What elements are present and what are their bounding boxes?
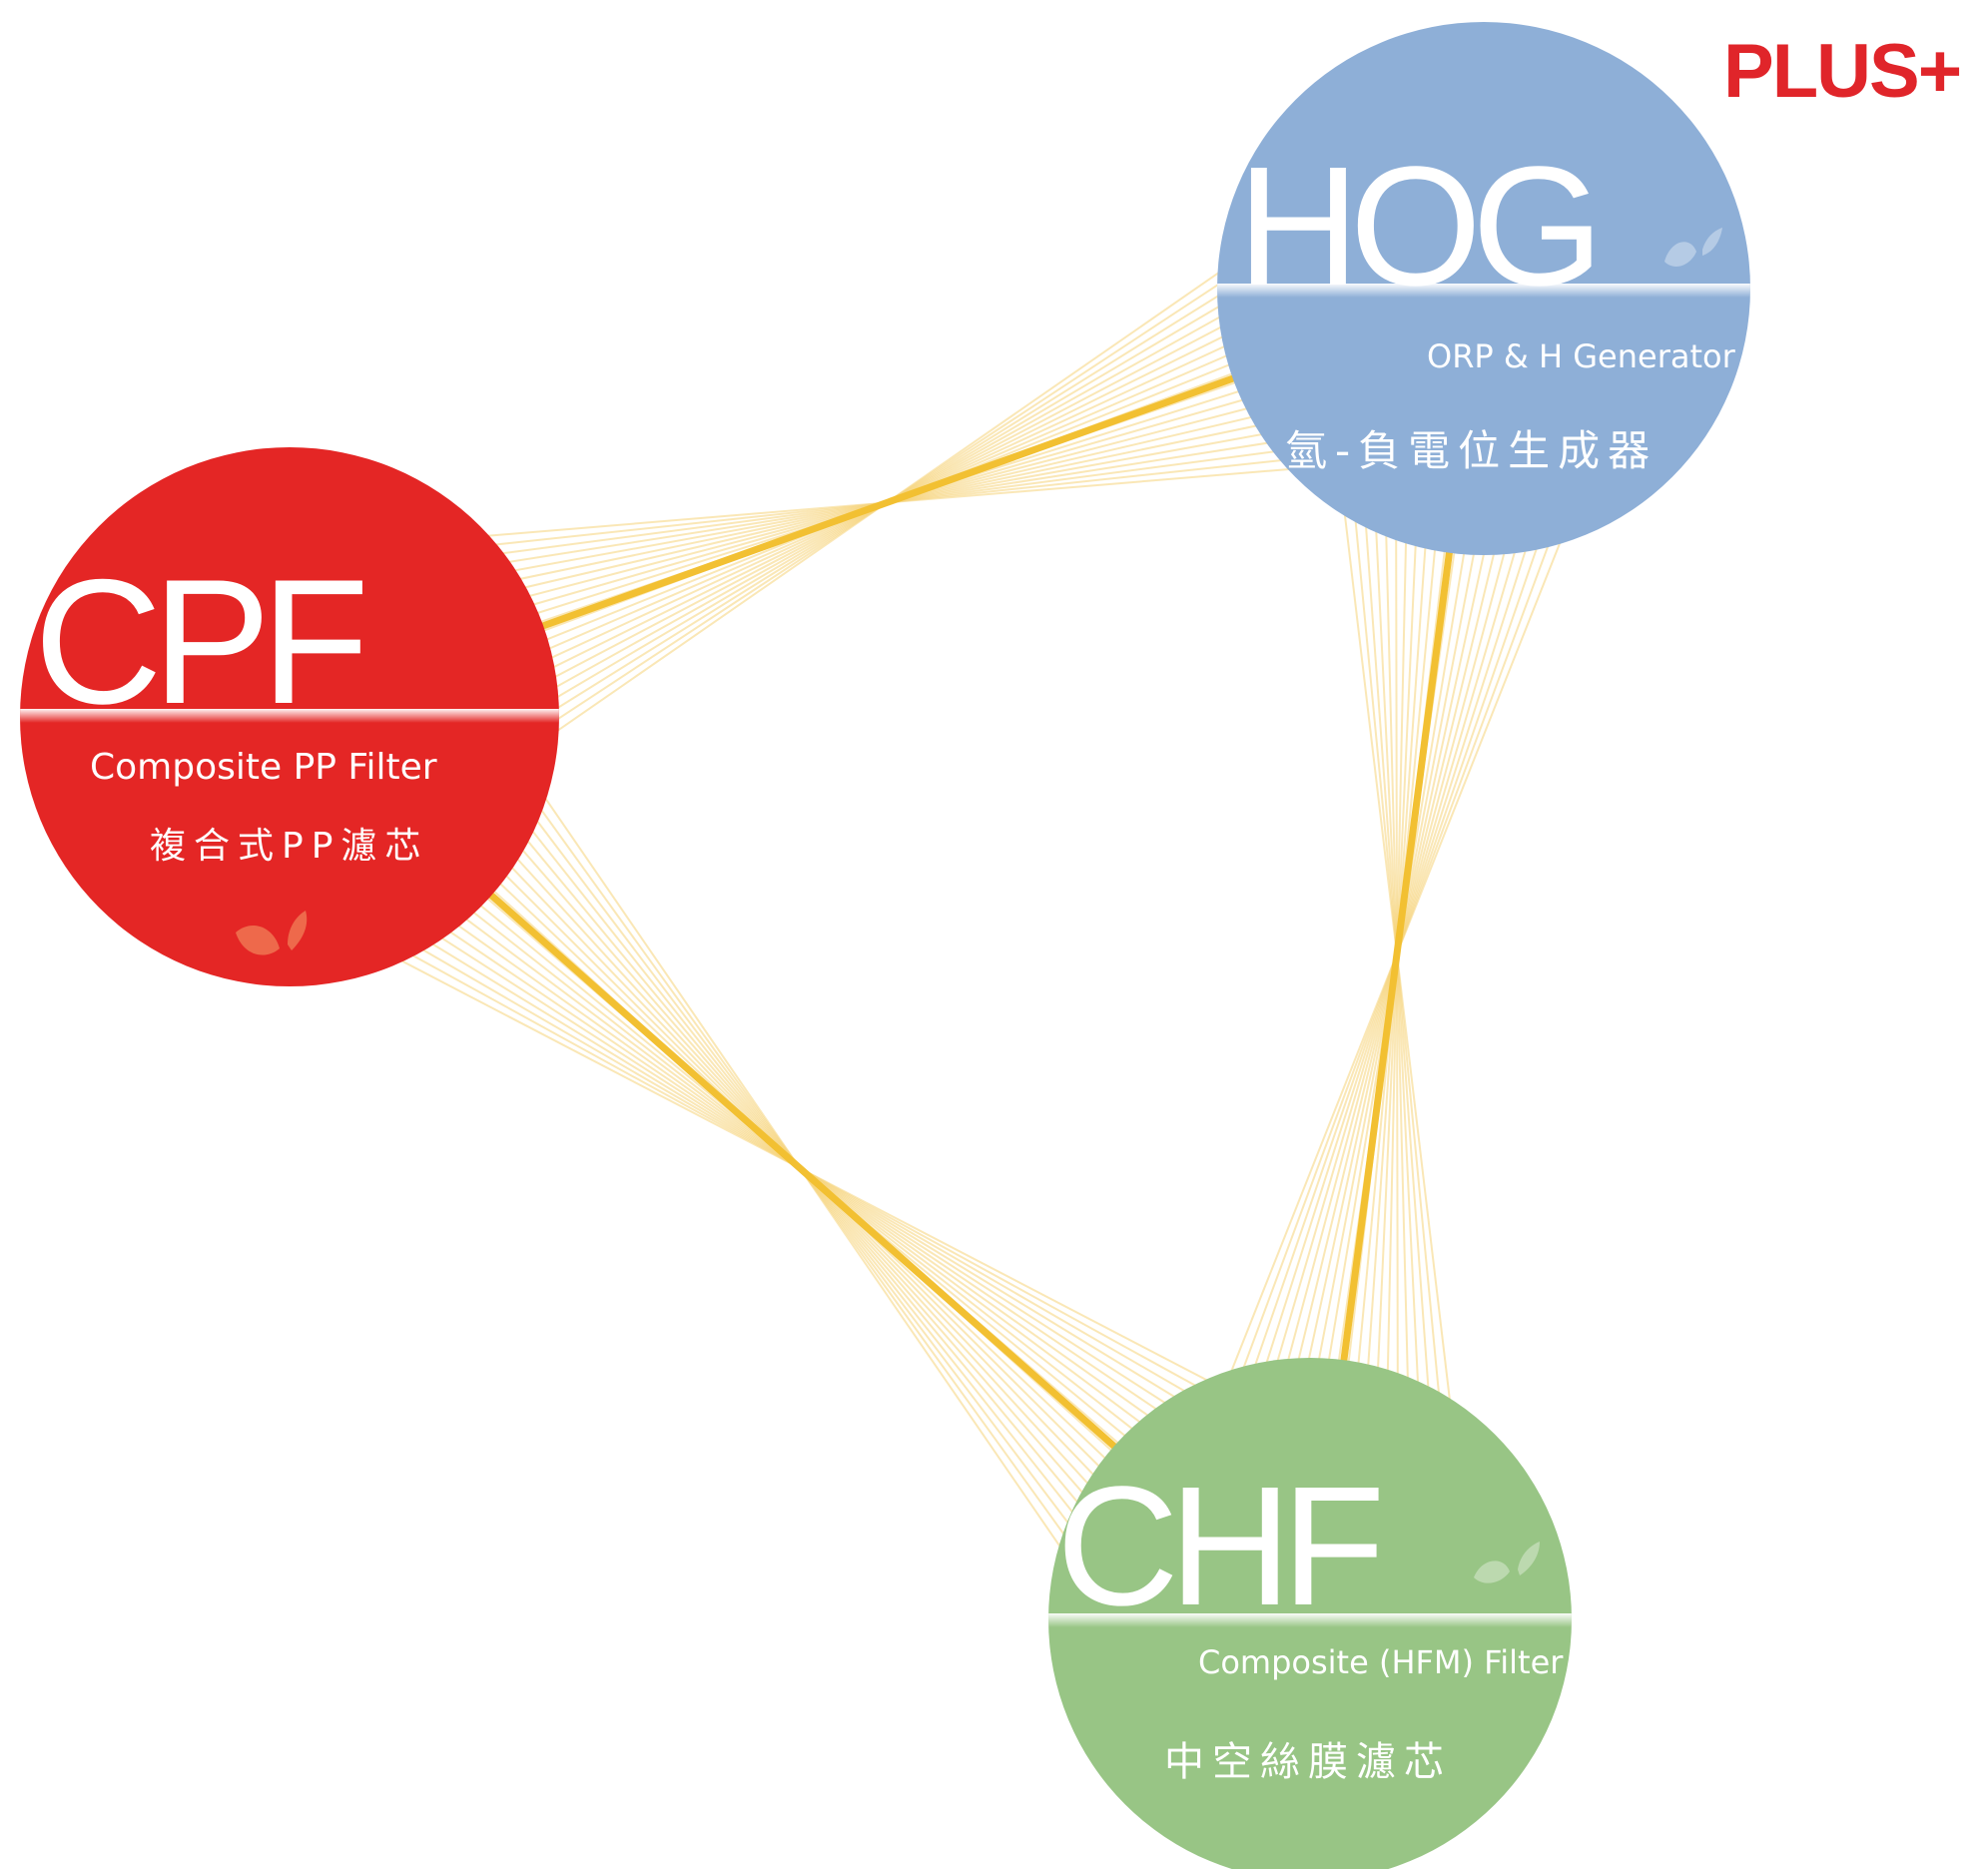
leaf-icon (1474, 1542, 1540, 1583)
cpf-abbreviation: CPF (34, 542, 369, 741)
hog-node: HOG ORP & H Generator 氫-負電位生成器 (1217, 22, 1750, 555)
cpf-english-name: Composite PP Filter (90, 747, 437, 788)
chf-node: CHF Composite (HFM) Filter 中空絲膜濾芯 (1048, 1358, 1572, 1869)
chf-abbreviation: CHF (1056, 1452, 1385, 1641)
plus-badge: PLUS+ (1723, 29, 1962, 114)
leaf-icon (236, 911, 308, 955)
leaf-icon (1664, 228, 1722, 267)
hog-abbreviation: HOG (1237, 132, 1604, 321)
cpf-highlight-band (20, 709, 559, 723)
chf-chinese-name: 中空絲膜濾芯 (1164, 1739, 1452, 1785)
chf-english-name: Composite (HFM) Filter (1198, 1643, 1564, 1681)
hog-chinese-name: 氫-負電位生成器 (1285, 426, 1658, 475)
cpf-node: CPF Composite PP Filter 複合式PP濾芯 (20, 447, 559, 986)
hog-english-name: ORP & H Generator (1427, 337, 1735, 375)
chf-highlight-band (1048, 1613, 1572, 1627)
hog-highlight-band (1217, 284, 1750, 298)
cpf-chinese-name: 複合式PP濾芯 (150, 826, 429, 867)
